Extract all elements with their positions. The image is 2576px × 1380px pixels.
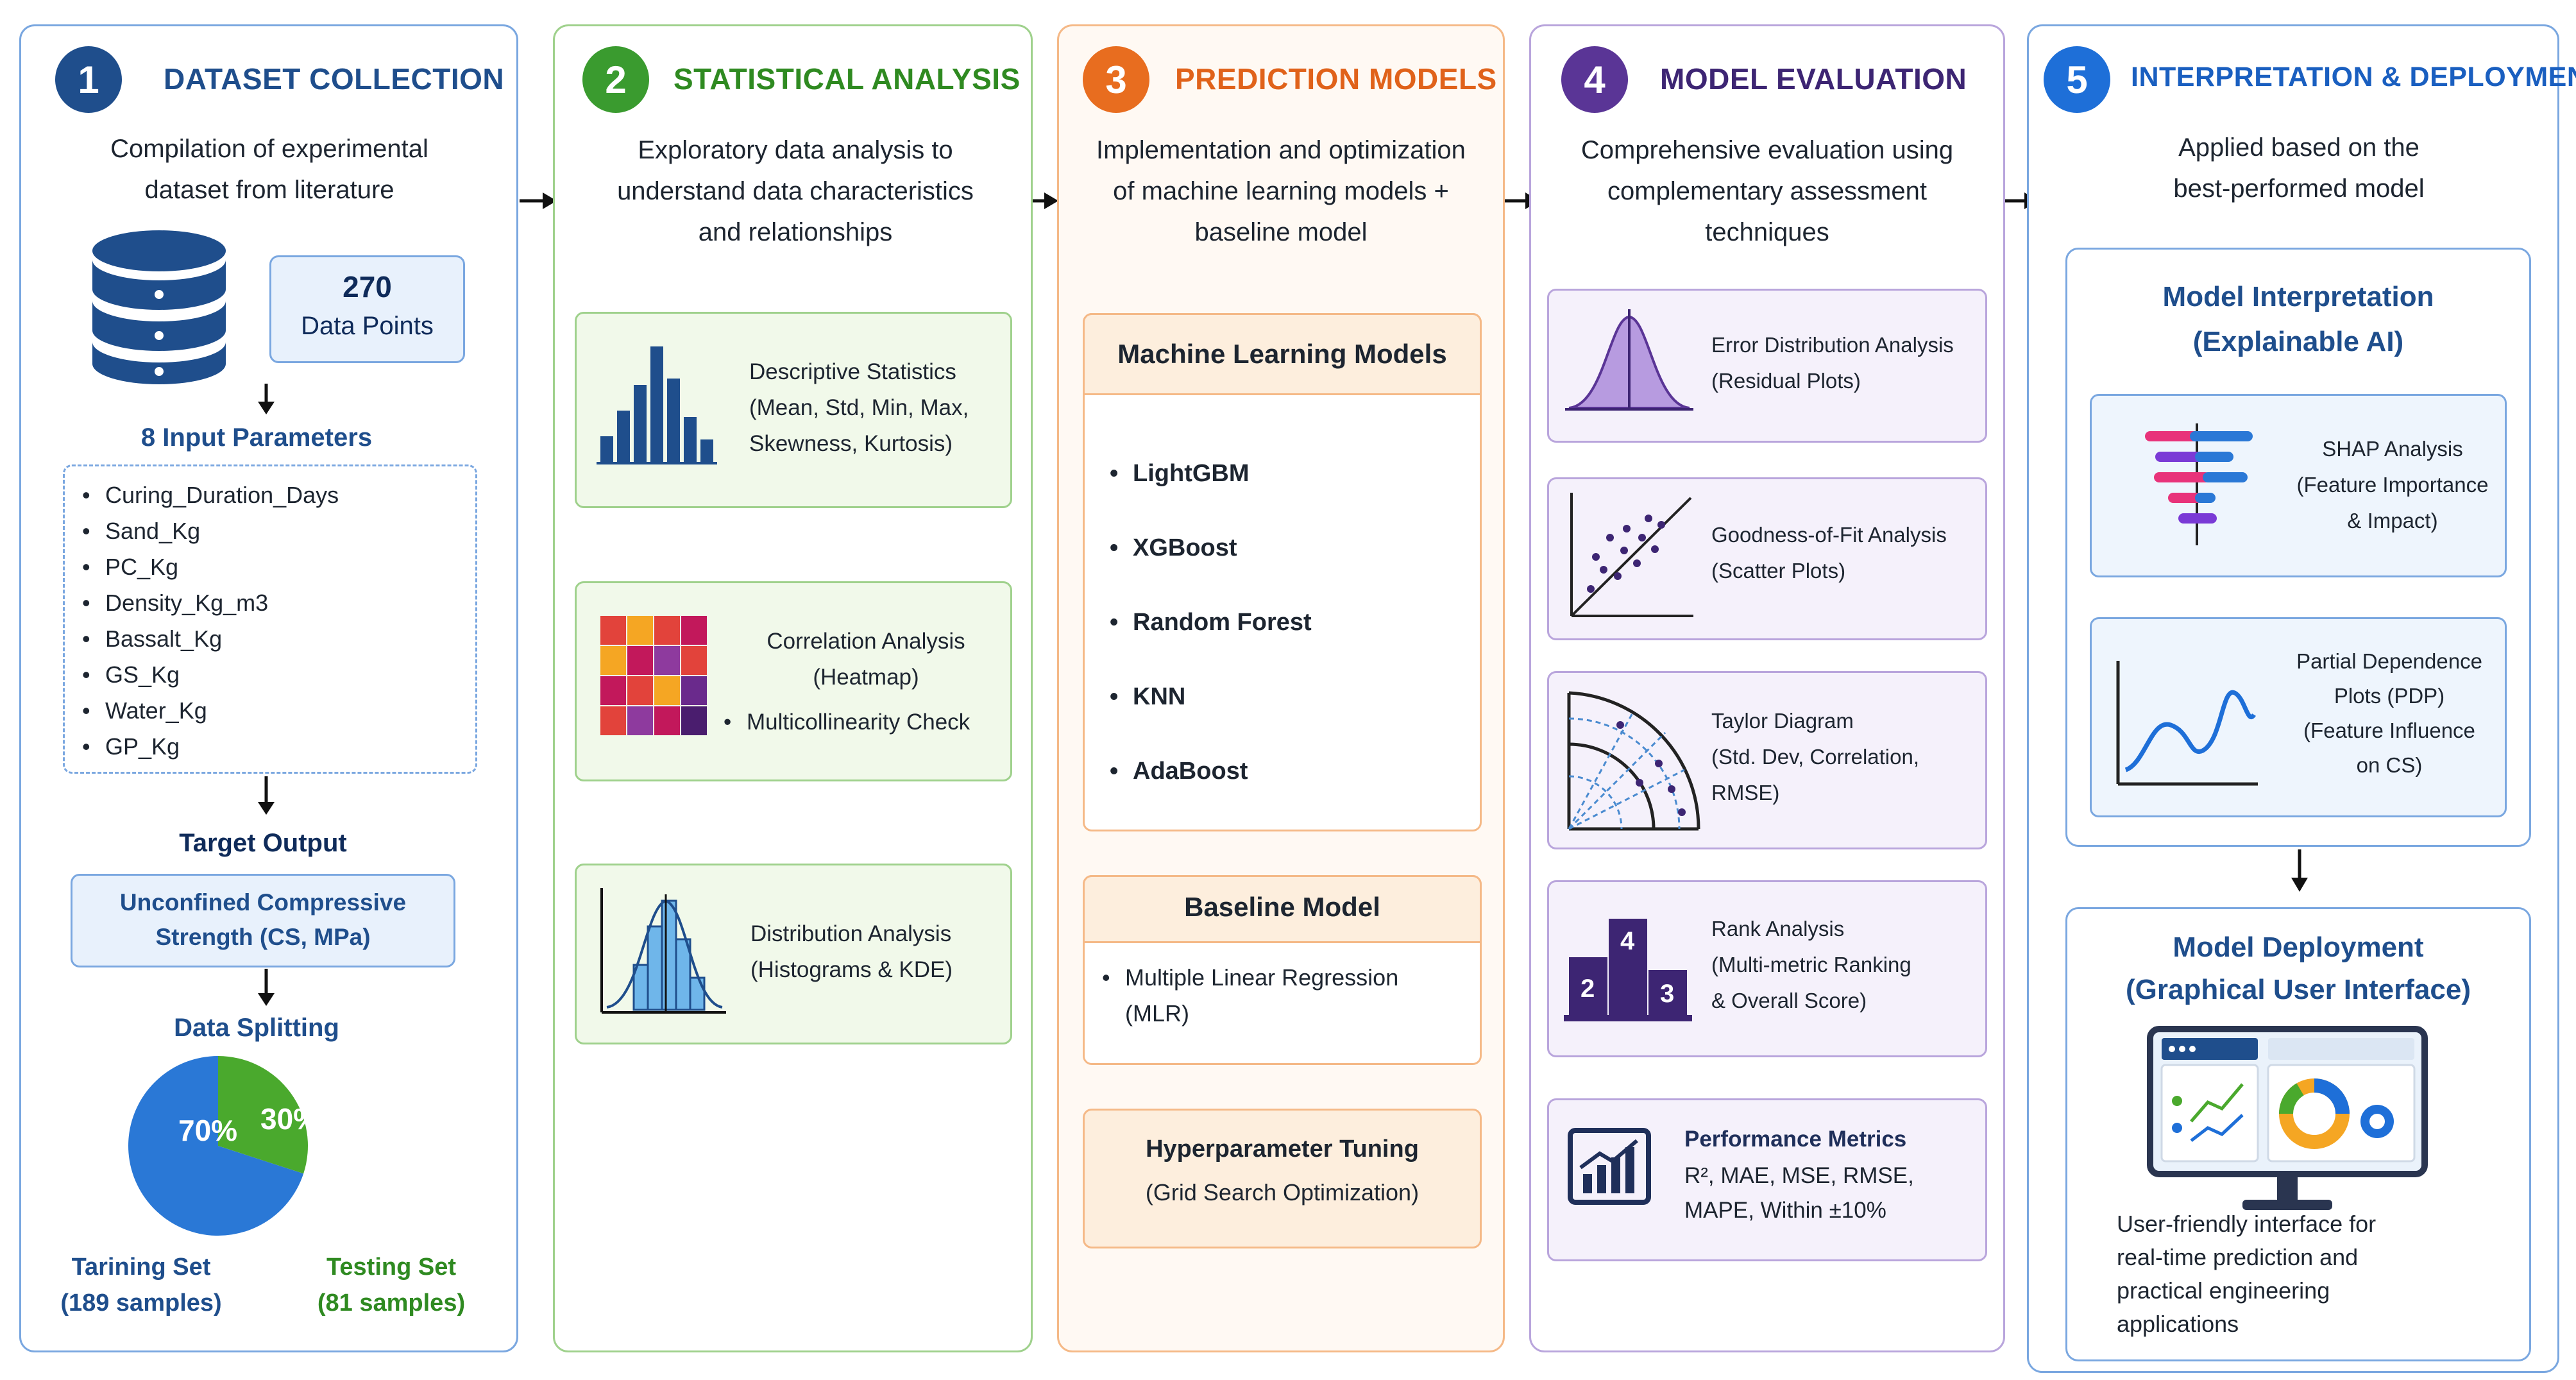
ml-models-title: Machine Learning Models [1117,339,1447,369]
input-parameter-item: PC_Kg [77,549,462,585]
podium-icon: 4 2 3 [1564,919,1692,1021]
model-deployment-title: Model Deployment (Graphical User Interfa… [2126,932,2471,1005]
ml-model-item: Random Forest [1105,585,1464,660]
taylor-diagram-text: Taylor Diagram (Std. Dev, Correlation, R… [1711,709,1920,805]
ml-models-header [1083,313,1482,395]
shap-icon [2145,423,2253,545]
target-output-box [71,874,455,967]
hyperparameter-tuning-title: Hyperparameter Tuning [1146,1136,1419,1163]
baseline-model-header [1083,875,1482,943]
performance-metrics-card [1547,1098,1987,1261]
panel-description: Implementation and optimization of machi… [1096,136,1466,246]
monitor-dashboard-icon [2147,1026,2428,1210]
distribution-icon [600,888,726,1014]
step-number-2: 2 [582,46,649,113]
baseline-model-title: Baseline Model [1184,892,1380,922]
panel-description: Exploratory data analysis to understand … [617,136,974,246]
goodness-of-fit-card [1547,477,1987,640]
scatter-plot-icon [1570,493,1693,617]
rank-analysis-text: Rank Analysis (Multi-metric Ranking & Ov… [1711,917,1911,1012]
input-parameters-list: Curing_Duration_DaysSand_KgPC_KgDensity_… [77,477,462,765]
panel-title: DATASET COLLECTION [164,62,505,96]
input-parameter-item: GS_Kg [77,657,462,693]
step-number-5: 5 [2044,46,2110,113]
input-parameter-item: GP_Kg [77,729,462,765]
ml-model-item: XGBoost [1105,511,1464,585]
shap-analysis-text: SHAP Analysis (Feature Importance & Impa… [2296,437,2489,532]
data-points-value: 270 [343,270,392,303]
ml-model-item: LightGBM [1105,436,1464,511]
performance-metrics-text: R², MAE, MSE, RMSE, MAPE, Within ±10% [1684,1163,1914,1223]
input-parameter-item: Curing_Duration_Days [77,477,462,513]
panel-title: STATISTICAL ANALYSIS [674,62,1021,96]
baseline-model-list: Multiple Linear Regression (MLR) [1097,960,1469,1032]
multicollinearity-item: Multicollinearity Check [718,704,1013,740]
hyperparameter-tuning-sub: (Grid Search Optimization) [1145,1179,1419,1205]
step-number-4: 4 [1561,46,1628,113]
panel-title: INTERPRETATION & DEPLOYMENT [2131,62,2576,92]
train-samples: (189 samples) [60,1290,222,1316]
shap-analysis-card [2090,394,2507,577]
target-title: Target Output [179,829,347,857]
heatmap-icon [600,616,707,735]
hyperparameter-tuning-card [1083,1109,1482,1248]
test-samples: (81 samples) [317,1290,466,1316]
goodness-of-fit-text: Goodness-of-Fit Analysis (Scatter Plots) [1711,523,1947,583]
ml-model-item: AdaBoost [1105,734,1464,808]
step-number-3: 3 [1083,46,1149,113]
arrow-down-icon [2291,849,2308,892]
podium-second: 2 [1580,975,1595,1003]
panel-description: Comprehensive evaluation using complemen… [1580,136,1954,246]
pie-slice-train [128,1056,304,1236]
data-split-pie-chart: 70% 30% [128,1056,319,1236]
input-parameter-item: Bassalt_Kg [77,621,462,657]
data-points-label: Data Points [301,312,434,340]
arrow-right-icon [520,192,557,209]
split-title: Data Splitting [174,1014,339,1042]
taylor-diagram-icon [1567,691,1700,831]
podium-third: 3 [1660,980,1674,1008]
input-parameter-item: Density_Kg_m3 [77,585,462,621]
ml-model-item: KNN [1105,660,1464,734]
input-parameter-item: Sand_Kg [77,513,462,549]
metrics-chart-icon [1568,1128,1651,1205]
ml-models-list: LightGBMXGBoostRandom ForestKNNAdaBoost [1105,436,1464,808]
descriptive-statistics-text: Descriptive Statistics (Mean, Std, Min, … [749,359,969,456]
input-parameter-item: Water_Kg [77,693,462,729]
pdp-text: Partial Dependence Plots (PDP) (Feature … [2296,649,2482,777]
podium-first: 4 [1620,927,1635,955]
pie-label-train: 70% [178,1114,237,1147]
arrow-down-icon [258,776,275,815]
database-icon [92,230,226,384]
step-number-1: 1 [55,46,122,113]
panel-title: MODEL EVALUATION [1660,62,1967,96]
mlr-item: Multiple Linear Regression (MLR) [1097,960,1469,1032]
performance-metrics-title: Performance Metrics [1684,1127,1907,1152]
arrow-down-icon [258,384,275,414]
arrow-down-icon [258,969,275,1006]
descriptive-statistics-card [575,312,1012,508]
correlation-analysis-text: Correlation Analysis (Heatmap) [767,629,965,690]
correlation-bullet: Multicollinearity Check [718,704,1013,740]
pie-slice-test [218,1056,308,1174]
train-set-label: Tarining Set [71,1254,211,1281]
panel-description: Compilation of experimental dataset from… [110,135,428,204]
model-interpretation-title: Model Interpretation (Explainable AI) [2162,281,2434,357]
inputs-title: 8 Input Parameters [140,423,373,452]
test-set-label: Testing Set [326,1254,456,1281]
error-distribution-text: Error Distribution Analysis (Residual Pl… [1711,333,1954,393]
panel-title: PREDICTION MODELS [1175,62,1497,96]
pdp-line-icon [2116,661,2258,786]
distribution-analysis-text: Distribution Analysis (Histograms & KDE) [750,921,953,982]
model-deployment-text: User-friendly interface for real-time pr… [2117,1211,2377,1337]
pdp-card [2090,617,2507,817]
pie-label-test: 30% [260,1102,319,1136]
data-points-box [269,255,465,363]
bell-curve-icon [1565,309,1693,411]
panel-description: Applied based on the best-performed mode… [2173,133,2425,203]
target-output-text: Unconfined Compressive Strength (CS, MPa… [119,889,407,950]
histogram-icon [597,346,717,464]
